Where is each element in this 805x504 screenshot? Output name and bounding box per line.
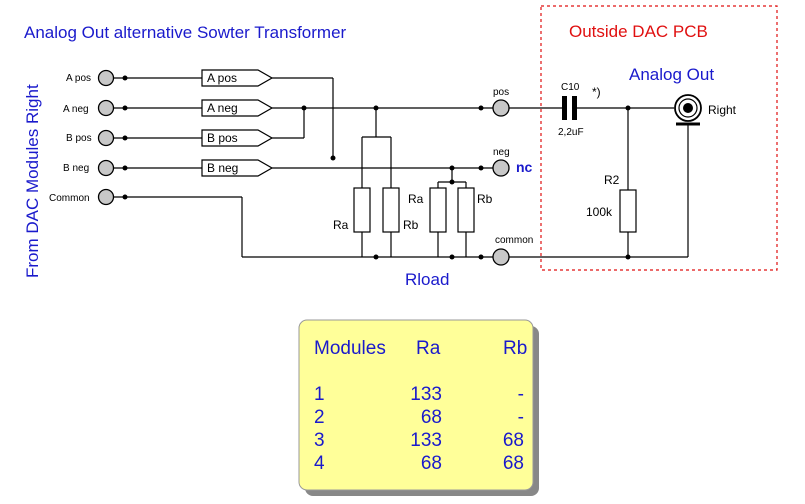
input-terminal-a-pos <box>97 69 115 87</box>
resistor-label-rb-1: Rb <box>403 218 419 232</box>
buffer-label-b-neg: B neg <box>207 161 238 175</box>
capacitor-c10-plate-right <box>572 96 577 120</box>
buffer-a-pos <box>201 69 274 87</box>
table-cell-ra: 133 <box>410 384 442 405</box>
table-header-ra: Ra <box>416 338 441 359</box>
buffer-b-neg <box>201 159 274 177</box>
resistor-rb-2 <box>457 187 475 233</box>
table-row: 1 133 - <box>314 384 524 405</box>
output-terminal-neg <box>492 159 510 177</box>
input-terminal-b-neg <box>97 159 115 177</box>
buffer-a-neg <box>201 99 274 117</box>
resistor-label-ra-1: Ra <box>333 218 349 232</box>
input-label-common: Common <box>49 193 90 204</box>
schematic-title: Analog Out alternative Sowter Transforme… <box>24 23 347 42</box>
capacitor-note: *) <box>592 85 601 99</box>
table-row: 3 133 68 <box>314 430 524 451</box>
rload-label: Rload <box>405 270 449 289</box>
output-terminal-common <box>492 248 510 266</box>
output-label-common: common <box>495 235 533 246</box>
table-cell-rb: 68 <box>503 453 524 474</box>
input-label-a-neg: A neg <box>63 104 89 115</box>
table-cell-ra: 68 <box>421 453 442 474</box>
resistor-label-ra-2: Ra <box>408 192 424 206</box>
capacitor-c10-plate-left <box>562 96 567 120</box>
table-cell-rb: - <box>518 384 524 405</box>
input-terminal-b-pos <box>97 129 115 147</box>
capacitor-value: 2,2uF <box>558 127 584 138</box>
output-label-neg: neg <box>493 147 510 158</box>
table-cell-modules: 3 <box>314 430 325 451</box>
resistor-ra-1 <box>353 187 371 233</box>
table-row: 4 68 68 <box>314 453 524 474</box>
r2-value: 100k <box>586 205 613 219</box>
input-label-b-neg: B neg <box>63 163 89 174</box>
buffer-b-pos <box>201 129 274 147</box>
r2-name: R2 <box>604 173 620 187</box>
output-label-nc: nc <box>516 159 533 175</box>
outside-pcb-region <box>540 5 778 271</box>
input-label-a-pos: A pos <box>66 73 91 84</box>
table-cell-modules: 1 <box>314 384 325 405</box>
table-header-rb: Rb <box>503 338 527 359</box>
buffer-label-a-pos: A pos <box>207 71 237 85</box>
analog-out-label: Analog Out <box>629 65 714 84</box>
table-header-modules: Modules <box>314 338 386 359</box>
module-table <box>298 319 534 491</box>
input-label-b-pos: B pos <box>66 133 92 144</box>
table-cell-ra: 68 <box>421 407 442 428</box>
resistor-label-rb-2: Rb <box>477 192 493 206</box>
output-terminal-pos <box>492 99 510 117</box>
output-label-pos: pos <box>493 87 509 98</box>
input-terminal-common <box>97 188 115 206</box>
outside-pcb-label: Outside DAC PCB <box>569 22 708 41</box>
input-terminal-a-neg <box>97 99 115 117</box>
buffer-label-a-neg: A neg <box>207 101 238 115</box>
resistor-rb-1 <box>382 187 400 233</box>
table-cell-ra: 133 <box>410 430 442 451</box>
resistor-ra-2 <box>429 187 447 233</box>
buffer-label-b-pos: B pos <box>207 131 238 145</box>
resistor-r2 <box>619 189 637 233</box>
table-cell-modules: 2 <box>314 407 325 428</box>
table-row: 2 68 - <box>314 407 524 428</box>
capacitor-name: C10 <box>561 82 580 93</box>
right-output-label: Right <box>708 103 737 117</box>
table-cell-modules: 4 <box>314 453 325 474</box>
table-cell-rb: - <box>518 407 524 428</box>
table-cell-rb: 68 <box>503 430 524 451</box>
side-label: From DAC Modules Right <box>23 84 42 278</box>
